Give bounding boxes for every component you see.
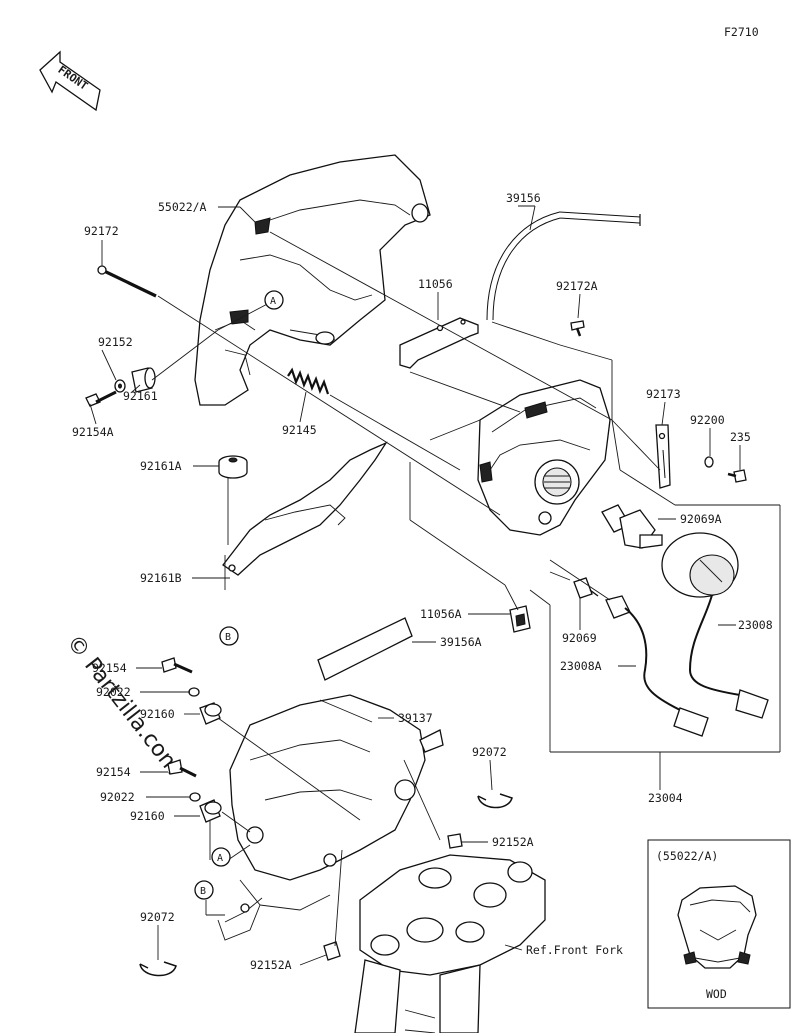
screw-235: [727, 469, 747, 483]
label-23004: 23004: [648, 791, 683, 805]
svg-text:B: B: [225, 632, 231, 643]
label-23008a: 23008A: [560, 659, 602, 673]
label-92160-mid: 92160: [130, 809, 165, 823]
socket-23008a: [605, 595, 709, 737]
grommet-92161a: [218, 455, 248, 479]
bulb-92069: [573, 577, 599, 599]
label-92172a: 92172A: [556, 279, 598, 293]
label-92161: 92161: [123, 389, 158, 403]
washer-92200: [704, 456, 714, 468]
grommet-92160-top: [199, 702, 222, 725]
clip-11056a: [509, 605, 531, 633]
spring-92145: [287, 367, 330, 395]
label-92152: 92152: [98, 335, 133, 349]
headlight-cowl: [194, 154, 431, 406]
label-92152a-left: 92152A: [250, 958, 292, 972]
label-235: 235: [730, 430, 751, 444]
inset-title: (55022/A): [656, 849, 718, 863]
cable-39156: [486, 211, 641, 321]
callout-b-bottom: B: [219, 626, 239, 646]
leader-lines: [89, 205, 781, 966]
label-11056a: 11056A: [420, 607, 462, 621]
grommet-92161: [131, 367, 156, 393]
grommet-92160-mid: [199, 799, 222, 823]
label-92145: 92145: [282, 423, 317, 437]
svg-text:A: A: [217, 853, 223, 864]
label-92161b: 92161B: [140, 571, 182, 585]
callout-b-left: B: [194, 880, 214, 900]
label-ref-front-fork: Ref.Front Fork: [526, 943, 623, 957]
label-92154-mid: 92154: [96, 765, 131, 779]
washer-92022-mid: [189, 792, 201, 802]
bolt-92154-mid: [167, 759, 197, 778]
bolt-92154-top: [161, 657, 193, 674]
label-23008: 23008: [738, 618, 773, 632]
inset-caption: WOD: [706, 987, 727, 1001]
label-92069a: 92069A: [680, 512, 722, 526]
label-92172: 92172: [84, 224, 119, 238]
bolt-92172: [97, 265, 157, 298]
washer-92152: [114, 379, 126, 393]
stay-39137: [217, 694, 444, 941]
label-92154-top: 92154: [92, 661, 127, 675]
label-92160-top: 92160: [140, 707, 175, 721]
label-92022-top: 92022: [96, 685, 131, 699]
headlight-unit: [477, 379, 611, 536]
inset-cowl-drawing: [677, 885, 757, 969]
label-39156: 39156: [506, 191, 541, 205]
svg-text:B: B: [200, 886, 206, 897]
label-92022-mid: 92022: [100, 790, 135, 804]
label-39137: 39137: [398, 711, 433, 725]
callout-a-top: A: [264, 290, 284, 310]
front-arrow-icon: FRONT: [39, 50, 101, 112]
label-39156a: 39156A: [440, 635, 482, 649]
screw-92172a: [570, 320, 585, 337]
bulb-92069a: [601, 504, 663, 549]
svg-text:A: A: [270, 296, 276, 307]
clamp-92072-right: [477, 793, 513, 809]
collar-92152a-right: [447, 833, 463, 849]
clamp-92072-left: [139, 961, 177, 977]
stay-b-bracket: [224, 897, 263, 923]
inset-wod: (55022/A) WOD: [647, 839, 791, 1009]
washer-92022-top: [188, 687, 200, 697]
strip-92173: [655, 424, 671, 489]
label-92072-left: 92072: [140, 910, 175, 924]
collar-92152a-left: [323, 941, 341, 961]
watermark: © Partzilla.com: [61, 630, 185, 779]
bracket-92161b: [222, 441, 388, 576]
callout-a-bottom: A: [211, 847, 231, 867]
bracket-11056: [399, 317, 479, 369]
part-labels: 55022/A 92172 39156 11056 92172A 92152 9…: [72, 191, 773, 972]
socket-cover-23008: [661, 532, 769, 719]
label-92173: 92173: [646, 387, 681, 401]
label-92154a: 92154A: [72, 425, 114, 439]
label-92161a: 92161A: [140, 459, 182, 473]
label-92152a-right: 92152A: [492, 835, 534, 849]
label-92069: 92069: [562, 631, 597, 645]
front-fork-ref: [354, 854, 546, 1033]
label-92200: 92200: [690, 413, 725, 427]
bolt-92154a: [85, 390, 117, 407]
label-55022a: 55022/A: [158, 200, 207, 214]
label-11056: 11056: [418, 277, 453, 291]
label-92072-right: 92072: [472, 745, 507, 759]
plate-39156a: [317, 617, 413, 681]
figure-code: F2710: [724, 25, 759, 39]
